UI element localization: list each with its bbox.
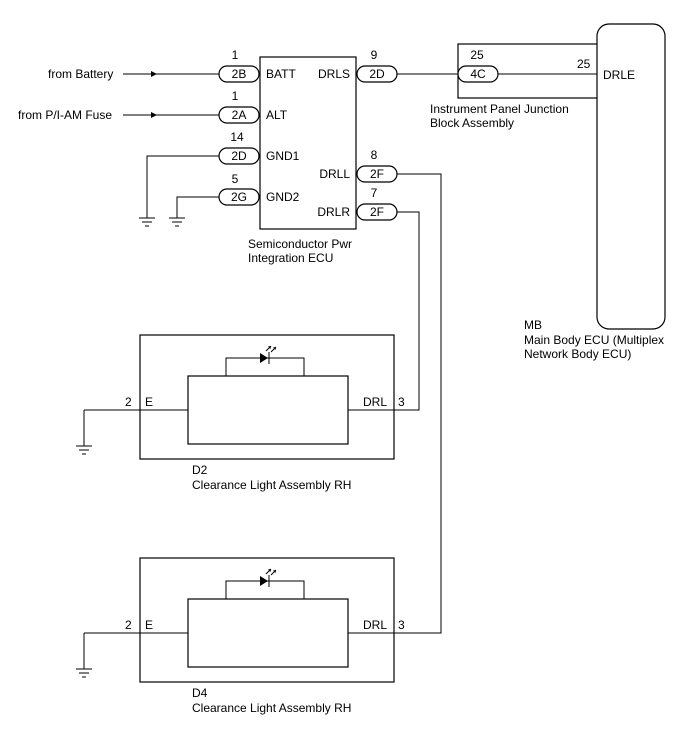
- connector-4c: 25 4C: [457, 48, 499, 83]
- light-code: D2: [192, 463, 208, 477]
- connector-pin-number: 5: [232, 172, 239, 186]
- ecu-pin-gnd2: GND2: [266, 190, 300, 204]
- connector-id: 2A: [232, 108, 247, 122]
- ground-icon: [139, 217, 155, 227]
- light-pin-drl: DRL: [363, 395, 387, 409]
- connector-id: 2B: [232, 67, 247, 81]
- connector-pin-number: 8: [371, 148, 378, 162]
- from-battery-label: from Battery: [48, 67, 113, 81]
- ground-icon: [169, 217, 185, 227]
- junction-block-line2: Block Assembly: [430, 116, 514, 130]
- connector-pin-number: 9: [371, 48, 378, 62]
- light-pin-e: E: [145, 395, 153, 409]
- light-pin-e-number: 2: [125, 618, 132, 632]
- main-body-ecu-pin-number: 25: [577, 57, 591, 71]
- clearance-light-d2: 2 E DRL 3 D2 Clearance Light Assembly RH: [76, 334, 405, 492]
- ecu-pin-drls: DRLS: [318, 67, 350, 81]
- connector-2d-drls: 9 2D: [356, 48, 398, 83]
- light-inner-box: [187, 375, 349, 445]
- connector-pin-number: 1: [232, 48, 239, 62]
- connector-2d-gnd: 14 2D: [218, 130, 260, 165]
- connector-id: 4C: [470, 67, 486, 81]
- connector-2f-drll: 8 2F: [356, 148, 398, 183]
- ecu-pin-gnd1: GND1: [266, 149, 300, 163]
- from-fuse-label: from P/I-AM Fuse: [18, 108, 112, 122]
- led-icon: [260, 345, 277, 364]
- connector-pin-number: 7: [371, 186, 378, 200]
- battery-arrow-icon: [151, 71, 157, 77]
- light-pin-drl: DRL: [363, 618, 387, 632]
- semiconductor-ecu-box: [259, 56, 357, 230]
- ecu-name-line1: Semiconductor Pwr: [248, 237, 352, 251]
- connector-id: 2D: [231, 149, 247, 163]
- ecu-pin-drll: DRLL: [319, 167, 350, 181]
- ecu-pin-batt: BATT: [266, 67, 296, 81]
- ecu-pin-drlr: DRLR: [317, 205, 350, 219]
- connector-2g: 5 2G: [218, 172, 260, 206]
- main-body-ecu-box: [596, 23, 666, 330]
- ground-icon: [76, 668, 92, 678]
- main-body-ecu-code: MB: [524, 318, 542, 332]
- connector-2b: 1 2B: [218, 48, 260, 83]
- connector-2a: 1 2A: [218, 89, 260, 124]
- connector-pin-number: 1: [232, 89, 239, 103]
- connector-id: 2F: [370, 167, 384, 181]
- drlr-wire: [394, 211, 420, 411]
- light-pin-e: E: [145, 618, 153, 632]
- connector-pin-number: 25: [470, 48, 484, 62]
- light-name: Clearance Light Assembly RH: [192, 701, 351, 715]
- gnd2-wire: [176, 196, 220, 218]
- fuse-arrow-icon: [151, 112, 157, 118]
- junction-block-line1: Instrument Panel Junction: [430, 102, 569, 116]
- ecu-pin-alt: ALT: [266, 108, 288, 122]
- ground-icon: [76, 445, 92, 455]
- main-body-ecu-line1: Main Body ECU (Multiplex: [524, 333, 664, 347]
- clearance-light-d4: 2 E DRL 3 D4 Clearance Light Assembly RH: [76, 557, 405, 715]
- connector-pin-number: 14: [230, 130, 244, 144]
- light-pin-drl-number: 3: [398, 395, 405, 409]
- drll-wire: [394, 173, 442, 634]
- connector-id: 2F: [370, 205, 384, 219]
- light-pin-e-number: 2: [125, 395, 132, 409]
- light-inner-box: [187, 598, 349, 668]
- connector-2f-drlr: 7 2F: [356, 186, 398, 221]
- connector-id: 2G: [231, 190, 247, 204]
- light-code: D4: [192, 686, 208, 700]
- connector-id: 2D: [369, 67, 385, 81]
- main-body-ecu-pin-drle: DRLE: [603, 68, 635, 82]
- led-icon: [260, 568, 277, 587]
- gnd1-wire: [146, 155, 220, 218]
- ecu-name-line2: Integration ECU: [248, 251, 333, 265]
- light-name: Clearance Light Assembly RH: [192, 478, 351, 492]
- light-pin-drl-number: 3: [398, 618, 405, 632]
- main-body-ecu-line2: Network Body ECU): [524, 347, 631, 361]
